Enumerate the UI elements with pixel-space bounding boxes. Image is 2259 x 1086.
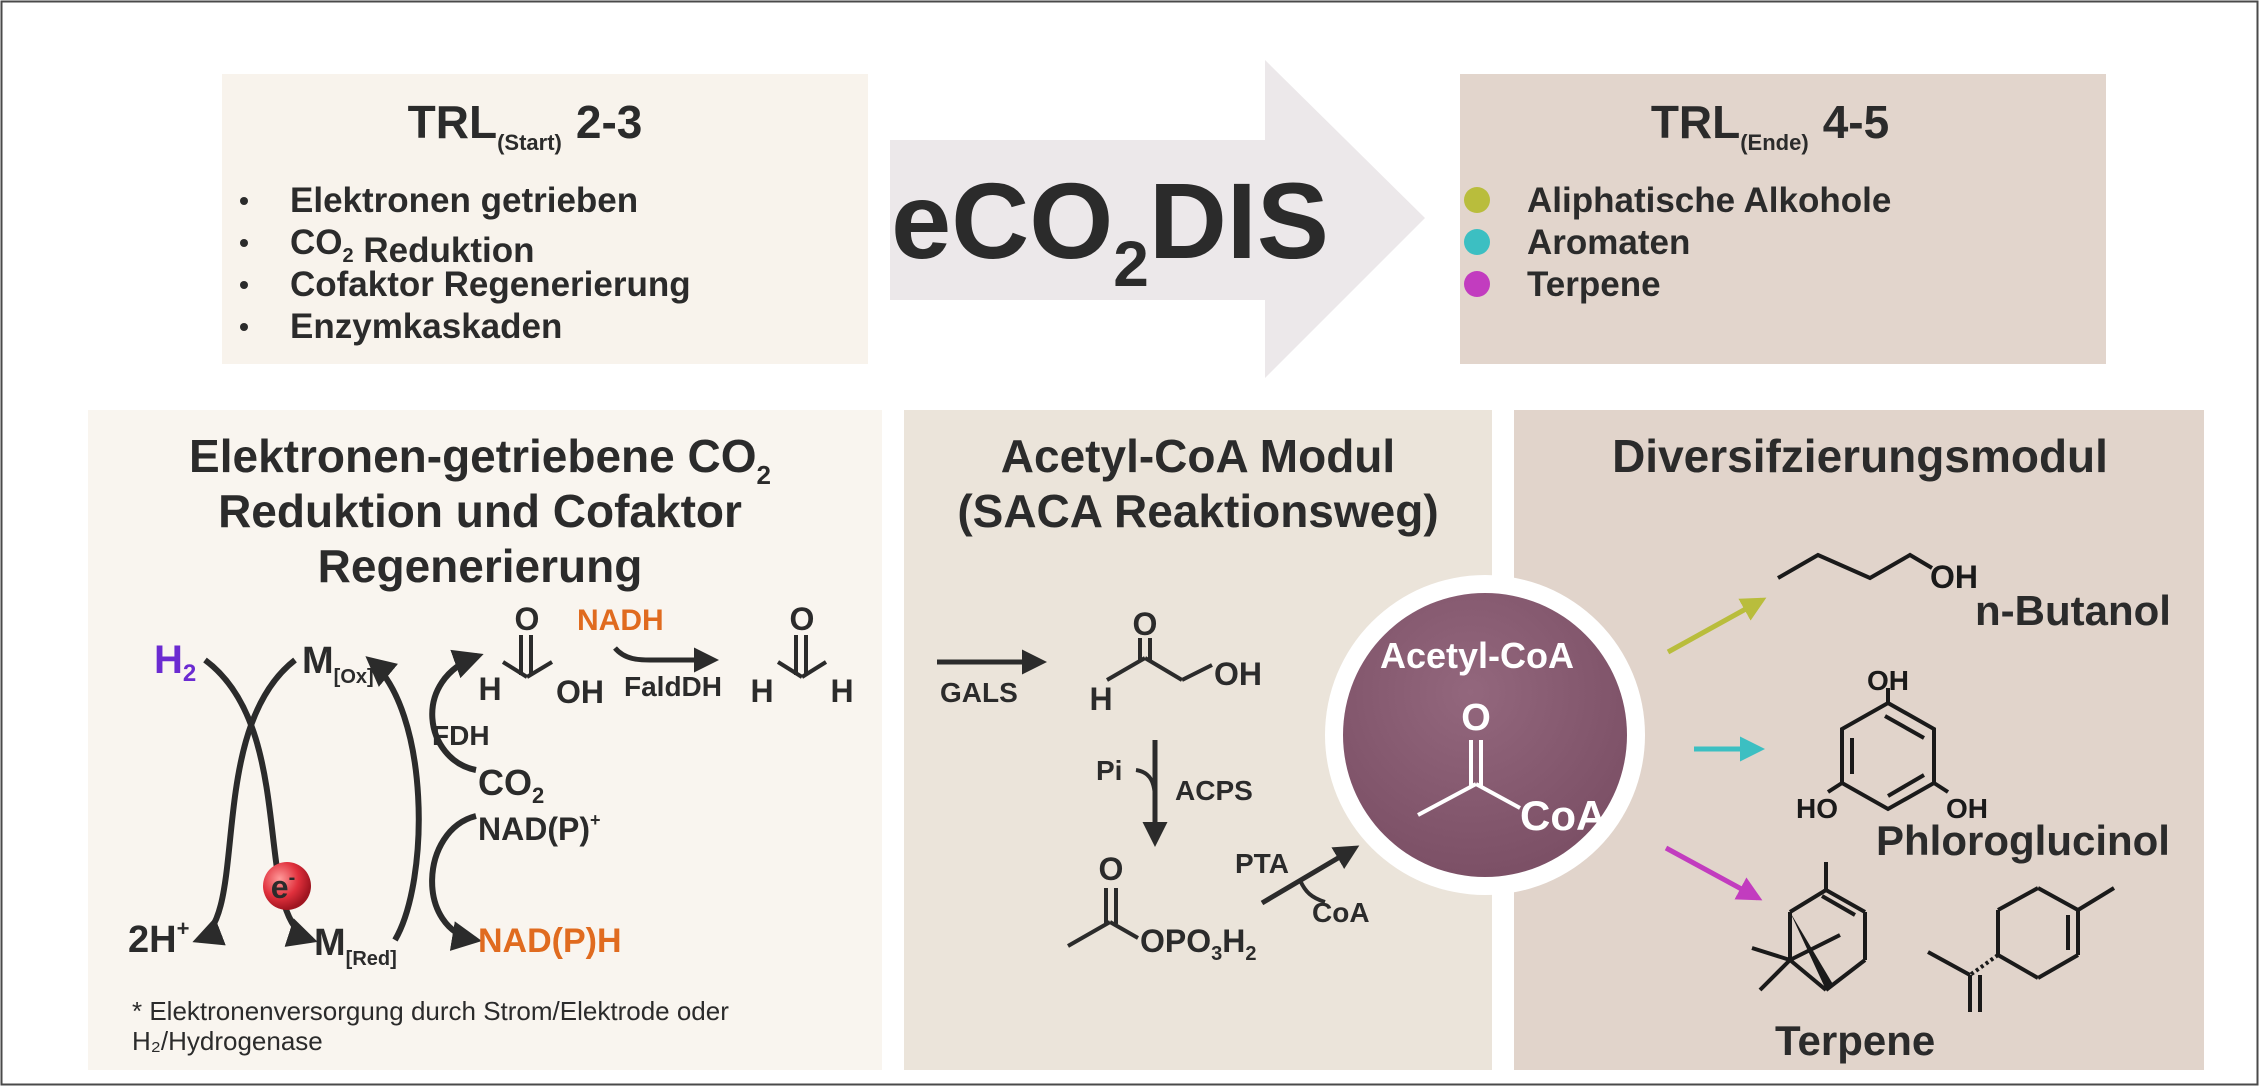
formic-acid-structure	[501, 635, 554, 679]
start-bullet-0: Elektronen getrieben	[290, 181, 638, 220]
phloro-oh-left: HO	[1796, 793, 1838, 824]
falddh-arrow	[613, 646, 719, 673]
panel-left	[88, 410, 882, 1070]
terpene-name: Terpene	[1775, 1017, 1935, 1064]
end-item-2: Terpene	[1527, 265, 1661, 304]
end-box	[1460, 74, 2106, 364]
formic-o: O	[515, 601, 540, 637]
formic-oh: OH	[556, 674, 604, 710]
falddh-label: FaldDH	[624, 671, 722, 702]
phloro-oh-right: OH	[1946, 793, 1988, 824]
phloroglucinol-name: Phloroglucinol	[1876, 817, 2170, 864]
acetyl-coa-structure	[1417, 740, 1521, 817]
end-item-dot-1	[1464, 229, 1490, 255]
start-box	[222, 74, 868, 364]
ecodis-arrow	[890, 60, 1425, 378]
glycolaldehyde-h: H	[1089, 681, 1112, 717]
acetyl-coa-circle	[1343, 593, 1627, 877]
formaldehyde-structure	[776, 635, 828, 679]
end-item-0: Aliphatische Alkohole	[1527, 181, 1891, 220]
start-bullet-dot	[240, 239, 248, 247]
acetylphosphate-o: O	[1099, 851, 1124, 887]
phloro-oh-top: OH	[1867, 665, 1909, 696]
coa-release-arrow	[1298, 879, 1326, 904]
arc-mred-to-mox	[365, 656, 422, 942]
acetyl-coa-o: O	[1461, 697, 1491, 739]
end-item-dot-0	[1464, 187, 1490, 213]
arrow-to-terpene	[1664, 845, 1763, 901]
coa-label: CoA	[1312, 897, 1370, 928]
h2-label: H2	[154, 638, 196, 687]
glycolaldehyde-structure	[1105, 638, 1213, 682]
arc-nadp-to-nadph	[429, 813, 482, 951]
acetyl-coa-title: Acetyl-CoA	[1380, 635, 1574, 676]
butanol-oh: OH	[1930, 559, 1978, 595]
panel-mid-title-line2: (SACA Reaktionsweg)	[957, 485, 1438, 537]
end-box-title: TRL(Ende)4-5	[1651, 96, 1889, 155]
formaldehyde-h2: H	[830, 673, 853, 709]
butanol-structure	[1777, 552, 1934, 581]
footnote-line2: H₂/Hydrogenase	[132, 1026, 323, 1056]
panel-left-title-line3: Regenerierung	[318, 540, 643, 592]
nadh-label: NADH	[577, 604, 664, 637]
start-bullet-dot	[240, 197, 248, 205]
start-bullet-3: Enzymkaskaden	[290, 307, 562, 346]
arc-co2-to-formic	[429, 649, 484, 773]
start-bullet-dot	[240, 281, 248, 289]
end-item-dot-2	[1464, 271, 1490, 297]
pi-label: Pi	[1096, 755, 1122, 786]
butanol-name: n-Butanol	[1975, 587, 2171, 634]
electron-icon	[263, 862, 311, 910]
pinene-structure	[1751, 862, 1867, 992]
end-item-1: Aromaten	[1527, 223, 1690, 262]
formaldehyde-h1: H	[750, 673, 773, 709]
glycolaldehyde-o: O	[1133, 606, 1158, 642]
phloroglucinol-structure	[1826, 688, 1950, 812]
acps-label: ACPS	[1175, 775, 1253, 806]
start-bullet-dot	[240, 323, 248, 331]
two-h-plus-label: 2H+	[128, 916, 189, 961]
pta-label: PTA	[1235, 848, 1289, 879]
co2-label: CO2	[478, 762, 544, 808]
start-bullet-1: CO2 Reduktion	[290, 223, 534, 270]
acetyl-coa-coa: CoA	[1520, 792, 1606, 839]
pta-arrow	[1260, 845, 1360, 906]
formic-h: H	[478, 671, 501, 707]
nadph-label: NAD(P)H	[478, 922, 622, 960]
glycolaldehyde-oh: OH	[1214, 656, 1262, 692]
footnote-line1: * Elektronenversorgung durch Strom/Elekt…	[132, 996, 729, 1026]
panel-left-title-line1: Elektronen-getriebene CO2	[189, 430, 771, 490]
ecodis-label: eCO2DIS	[891, 160, 1329, 300]
arrow-to-butanol	[1666, 597, 1767, 655]
fdh-label: FDH	[432, 720, 490, 751]
m-red-label: M[Red]	[314, 922, 397, 970]
panel-mid-title-line1: Acetyl-CoA Modul	[1001, 430, 1395, 482]
limonene-structure	[1927, 886, 2116, 1012]
arc-mox-to-2h	[192, 657, 297, 946]
formaldehyde-o: O	[790, 601, 815, 637]
acetylphosphate-structure	[1067, 888, 1139, 948]
electron-label: e-	[271, 867, 295, 905]
m-ox-label: M[Ox]	[302, 640, 374, 688]
gals-label: GALS	[940, 677, 1018, 708]
start-box-title: TRL(Start)2-3	[408, 96, 643, 155]
nadp-label: NAD(P)+	[478, 810, 601, 847]
start-bullet-2: Cofaktor Regenerierung	[290, 265, 691, 304]
panel-left-title-line2: Reduktion und Cofaktor	[218, 485, 742, 537]
arc-h2-to-mred	[203, 657, 318, 947]
pinene-wedge	[1790, 912, 1834, 990]
acetylphosphate-group: OPO3H2	[1140, 923, 1256, 965]
panel-right-title: Diversifzierungsmodul	[1612, 430, 2108, 482]
